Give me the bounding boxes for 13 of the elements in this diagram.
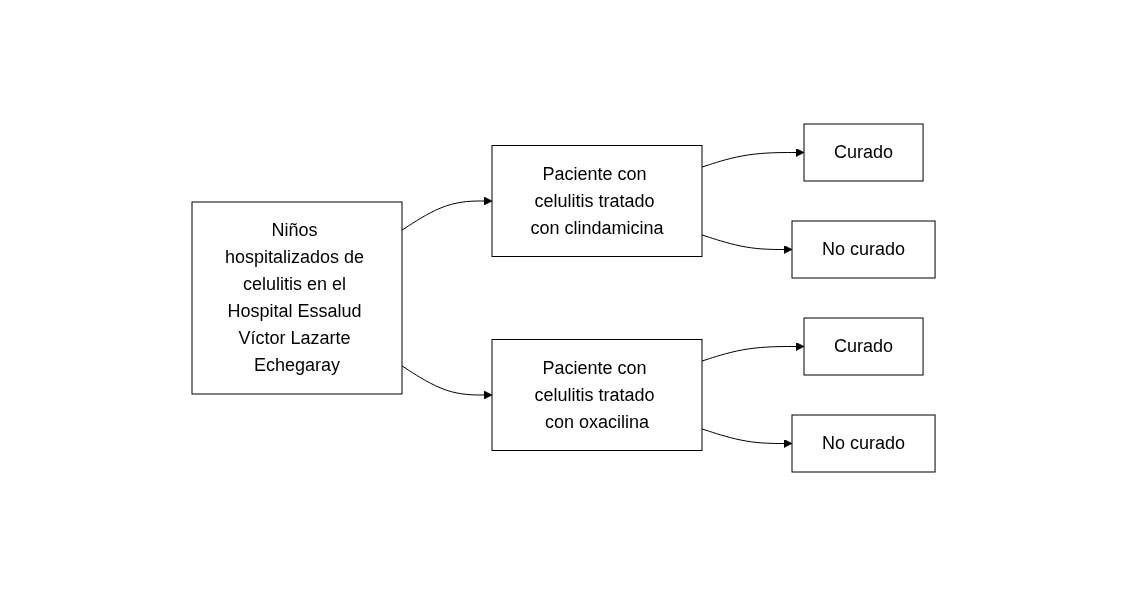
node-box: Paciente con celulitis tratado con clindamicina [491,144,703,257]
arrow [701,341,805,362]
arrow [401,364,493,399]
arrow [701,427,793,448]
node-box: Curado [804,317,924,375]
arrow [401,196,493,231]
arrow [701,233,793,254]
arrow [701,147,805,168]
node-box: Niños hospitalizados de celulitis en el Hospital Essalud Víctor Lazarte Echegaray [191,201,403,394]
node-box: No curado [791,220,937,278]
node-box: Paciente con celulitis tratado con oxacilina [491,338,703,451]
node-box: Curado [804,123,924,181]
node-box: No curado [791,414,937,472]
